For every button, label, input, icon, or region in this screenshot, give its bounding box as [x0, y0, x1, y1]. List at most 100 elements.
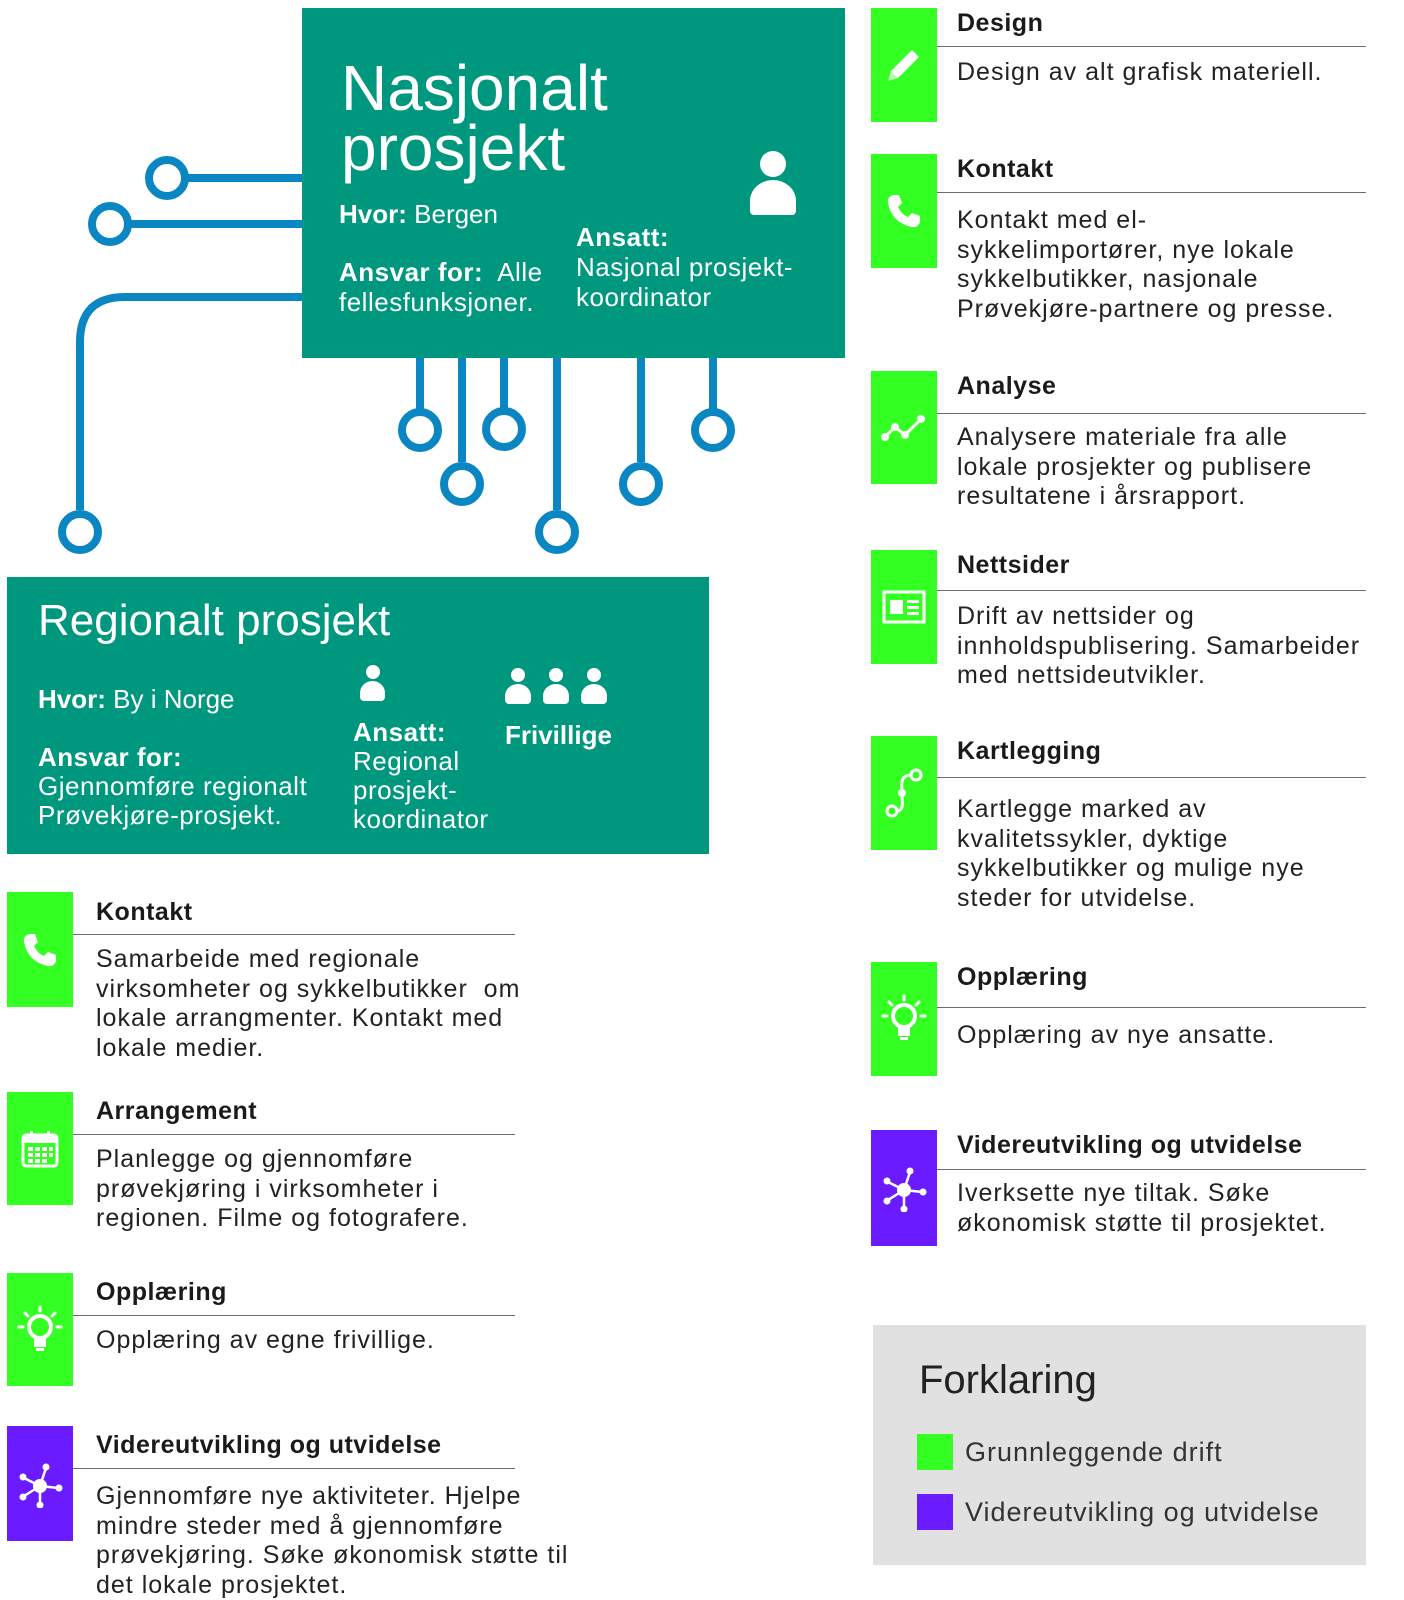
- task-description-line: lokale prosjekter og publisere: [957, 452, 1313, 481]
- regional-where-label: Hvor:: [38, 684, 106, 714]
- person-icon: [750, 151, 796, 215]
- regional-employee: Ansatt: Regional prosjekt- koordinator: [353, 718, 489, 834]
- task-category-green: [871, 550, 937, 664]
- calendar-icon: [20, 1129, 60, 1169]
- lightbulb-icon: [16, 1305, 64, 1355]
- connector-node: [619, 462, 663, 506]
- person-icon: [543, 668, 569, 704]
- regional-resp-value: Gjennomføre regionalt: [38, 771, 308, 801]
- task-divider: [937, 413, 1366, 414]
- task-divider: [73, 1134, 515, 1135]
- task-description-line: mindre steder med å gjennomføre: [96, 1511, 504, 1540]
- task-description-line: økonomisk støtte til prosjektet.: [957, 1208, 1327, 1237]
- task-description-line: Planlegge og gjennomføre: [96, 1145, 414, 1173]
- phone-icon: [20, 930, 60, 970]
- national-resp-label: Ansvar for:: [339, 257, 484, 287]
- task-description-line: regionen. Filme og fotografere.: [96, 1204, 469, 1232]
- task-description: Kontakt med el-sykkelimportører, nye lok…: [957, 206, 1334, 324]
- volunteers-label: Frivillige: [505, 720, 612, 750]
- task-description-line: Opplæring av egne frivillige.: [96, 1326, 435, 1354]
- volunteers-icon: [505, 668, 607, 704]
- regional-employee-value: prosjekt-: [353, 775, 458, 805]
- task-description-line: Design av alt grafisk materiell.: [957, 58, 1323, 86]
- task-title: Opplæring: [96, 1278, 227, 1306]
- legend-swatch-purple: [917, 1494, 953, 1530]
- task-category-purple: [871, 1130, 937, 1246]
- person-icon: [581, 668, 607, 704]
- task-divider: [937, 590, 1366, 591]
- lightbulb-icon: [880, 994, 928, 1044]
- connector: [76, 293, 304, 510]
- regional-where-value: By i Norge: [113, 684, 235, 714]
- task-category-green: [7, 892, 73, 1007]
- task-description: Opplæring av egne frivillige.: [96, 1326, 435, 1356]
- national-where-value: Bergen: [414, 199, 498, 229]
- task-category-green: [871, 154, 937, 268]
- task-title: Analyse: [957, 372, 1057, 400]
- task-title: Videreutvikling og utvidelse: [96, 1431, 442, 1459]
- task-divider: [73, 1468, 515, 1469]
- task-divider: [73, 1315, 515, 1316]
- connector-node: [482, 407, 526, 451]
- regional-responsibility: Ansvar for: Gjennomføre regionalt Prøvek…: [38, 743, 307, 830]
- task-divider: [937, 777, 1366, 778]
- task-description-line: Kontakt med el-: [957, 206, 1148, 234]
- legend-swatch-green: [917, 1434, 953, 1470]
- task-description-line: Prøvekjøre-partnere og presse.: [957, 294, 1335, 323]
- national-responsibility: Ansvar for: Alle fellesfunksjoner.: [339, 257, 543, 317]
- task-title: Kartlegging: [957, 737, 1102, 765]
- task-category-green: [7, 1092, 73, 1205]
- connector-node: [440, 462, 484, 506]
- national-title-line: prosjekt: [341, 112, 566, 184]
- task-description-line: lokale arrangmenter. Kontakt med: [96, 1004, 504, 1032]
- connector-node: [398, 408, 442, 452]
- task-description-line: sykkelbutikker og mulige nye: [957, 854, 1305, 882]
- task-title: Videreutvikling og utvidelse: [957, 1131, 1303, 1159]
- task-category-green: [7, 1273, 73, 1386]
- task-category-green: [871, 736, 937, 850]
- pencil-icon: [882, 43, 926, 87]
- regional-resp-value: Prøvekjøre-prosjekt.: [38, 800, 283, 830]
- task-description: Design av alt grafisk materiell.: [957, 58, 1322, 88]
- task-divider: [937, 46, 1366, 47]
- legend-title: Forklaring: [919, 1358, 1097, 1402]
- task-description-line: kvalitetssykler, dyktige: [957, 824, 1229, 853]
- national-employee-label: Ansatt:: [576, 222, 670, 252]
- task-description-line: med nettsideutvikler.: [957, 661, 1206, 689]
- task-description-line: resultatene i årsrapport.: [957, 482, 1247, 510]
- task-divider: [937, 1169, 1366, 1170]
- task-divider: [937, 192, 1366, 193]
- connector-node: [691, 408, 735, 452]
- connector-node: [88, 202, 132, 246]
- national-where-label: Hvor:: [339, 199, 407, 229]
- regional-resp-label: Ansvar for:: [38, 742, 183, 772]
- task-description-line: virksomheter og sykkelbutikker om: [96, 974, 521, 1003]
- task-description-line: innholdspublisering. Samarbeider: [957, 631, 1361, 660]
- network-icon: [880, 1164, 928, 1212]
- task-divider: [73, 934, 515, 935]
- regional-where: Hvor: By i Norge: [38, 684, 235, 715]
- task-title: Arrangement: [96, 1097, 258, 1125]
- task-description-line: sykkelimportører, nye lokale: [957, 235, 1295, 264]
- regional-title: Regionalt prosjekt: [38, 596, 391, 645]
- webpage-icon: [882, 590, 926, 624]
- line-chart-icon: [881, 413, 927, 443]
- national-employee: Ansatt: Nasjonal prosjekt- koordinator: [576, 222, 793, 312]
- task-description-line: Iverksette nye tiltak. Søke: [957, 1179, 1271, 1207]
- task-description-line: Samarbeide med regionale: [96, 945, 421, 973]
- connector-node: [58, 510, 102, 554]
- connector-node: [535, 510, 579, 554]
- national-project-card: Nasjonalt prosjekt Hvor: Bergen Ansvar f…: [302, 8, 845, 358]
- task-description: Opplæring av nye ansatte.: [957, 1021, 1275, 1051]
- task-title: Kontakt: [96, 898, 193, 926]
- person-icon: [360, 665, 385, 701]
- task-category-purple: [7, 1426, 73, 1541]
- task-title: Design: [957, 9, 1044, 37]
- regional-project-card: Regionalt prosjekt Hvor: By i Norge Ansv…: [7, 577, 709, 854]
